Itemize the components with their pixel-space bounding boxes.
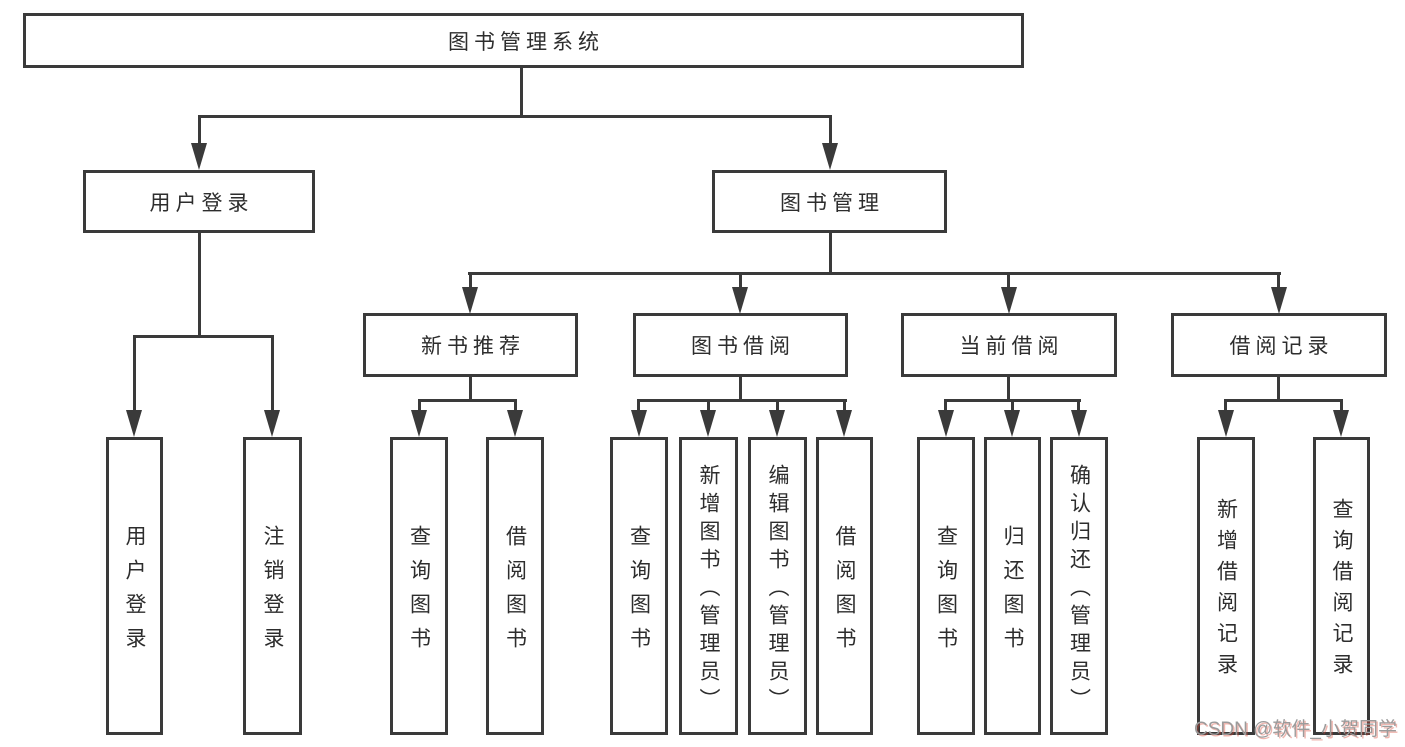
leaf-query-books: 查询图书	[610, 437, 668, 735]
arrowhead-down-icon	[631, 410, 647, 437]
leaf-edit-books-admin: 编辑图书（管理员）	[748, 437, 807, 735]
leaf-borrow-books: 借阅图书	[486, 437, 544, 735]
connector-drop-line	[1224, 399, 1227, 413]
connector-borrow-stem	[739, 377, 742, 402]
arrowhead-down-icon	[462, 287, 478, 314]
arrowhead-down-icon	[1001, 287, 1017, 314]
node-book-borrowing: 图书借阅	[633, 313, 848, 377]
leaf-borrow-books: 借阅图书	[816, 437, 873, 735]
arrowhead-down-icon	[700, 410, 716, 437]
arrowhead-down-icon	[191, 143, 207, 170]
csdn-watermark: CSDN @软件_小贺同学	[1194, 719, 1397, 740]
connector-drop-line	[469, 272, 472, 290]
node-new-book-recommend: 新书推荐	[363, 313, 578, 377]
node-book-management: 图书管理	[712, 170, 947, 233]
leaf-query-books: 查询图书	[390, 437, 448, 735]
connector-userlogin-stem	[198, 233, 201, 337]
leaf-add-books-admin: 新增图书（管理员）	[679, 437, 738, 735]
arrowhead-down-icon	[1218, 410, 1234, 437]
connector-drop-line	[776, 399, 779, 413]
arrowhead-down-icon	[1333, 410, 1349, 437]
connector-drop-line	[707, 399, 710, 413]
connector-drop-line	[637, 399, 640, 413]
connector-drop-line	[1077, 399, 1080, 413]
leaf-add-borrow-record: 新增借阅记录	[1197, 437, 1255, 735]
arrowhead-down-icon	[938, 410, 954, 437]
connector-drop-line	[843, 399, 846, 413]
connector-drop-line	[1277, 272, 1280, 290]
connector-drop-line	[271, 335, 274, 412]
node-user-login: 用户登录	[83, 170, 315, 233]
arrowhead-down-icon	[264, 410, 280, 437]
arrowhead-down-icon	[507, 410, 523, 437]
connector-drop-line	[1011, 399, 1014, 413]
connector-drop-line	[133, 335, 136, 412]
arrowhead-down-icon	[1071, 410, 1087, 437]
connector-drop-line	[1007, 272, 1010, 290]
connector-drop-line	[1340, 399, 1343, 413]
connector-newbook-stem	[469, 377, 472, 402]
arrowhead-down-icon	[836, 410, 852, 437]
connector-root-rail	[198, 115, 832, 118]
arrowhead-down-icon	[732, 287, 748, 314]
leaf-query-borrow-record: 查询借阅记录	[1313, 437, 1370, 735]
connector-bookmgmt-rail	[468, 272, 1281, 275]
arrowhead-down-icon	[1271, 287, 1287, 314]
connector-bookmgmt-stem	[829, 233, 832, 275]
connector-drop-line	[739, 272, 742, 290]
leaf-return-books: 归还图书	[984, 437, 1041, 735]
connector-newbook-rail	[418, 399, 517, 402]
connector-root-stem	[520, 68, 523, 118]
connector-userlogin-rail	[133, 335, 274, 338]
connector-drop-line	[829, 115, 832, 145]
connector-drop-line	[944, 399, 947, 413]
connector-borrow-rail	[637, 399, 847, 402]
leaf-user-login: 用户登录	[106, 437, 163, 735]
leaf-query-books: 查询图书	[917, 437, 975, 735]
connector-records-stem	[1277, 377, 1280, 402]
connector-drop-line	[198, 115, 201, 145]
connector-drop-line	[418, 399, 421, 413]
arrowhead-down-icon	[1004, 410, 1020, 437]
node-current-borrowing: 当前借阅	[901, 313, 1117, 377]
node-root-library-system: 图书管理系统	[23, 13, 1024, 68]
node-borrow-records: 借阅记录	[1171, 313, 1387, 377]
arrowhead-down-icon	[411, 410, 427, 437]
arrowhead-down-icon	[822, 143, 838, 170]
connector-current-stem	[1007, 377, 1010, 402]
leaf-confirm-return-admin: 确认归还（管理员）	[1050, 437, 1108, 735]
connector-drop-line	[514, 399, 517, 413]
leaf-logout: 注销登录	[243, 437, 302, 735]
connector-records-rail	[1224, 399, 1343, 402]
arrowhead-down-icon	[126, 410, 142, 437]
arrowhead-down-icon	[769, 410, 785, 437]
